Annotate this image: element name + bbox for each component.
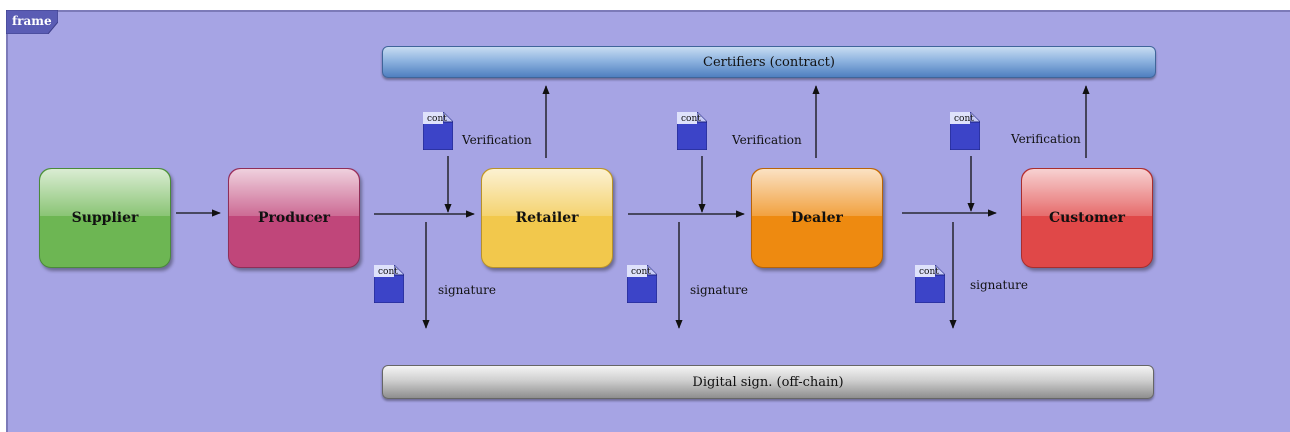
document-icon: cont bbox=[676, 111, 708, 151]
node-dealer[interactable]: Dealer bbox=[751, 168, 883, 268]
document-icon-label: cont bbox=[954, 114, 974, 124]
certifiers-bar-label: Certifiers (contract) bbox=[703, 54, 835, 70]
frame-tab bbox=[6, 10, 58, 34]
signature-label-3: signature bbox=[970, 278, 1028, 292]
document-icon: cont bbox=[914, 264, 946, 304]
verification-label-1: Verification bbox=[462, 133, 532, 147]
node-retailer[interactable]: Retailer bbox=[481, 168, 613, 268]
document-icon-label: cont bbox=[919, 267, 939, 277]
frame-label: frame bbox=[12, 14, 52, 28]
document-icon: cont bbox=[949, 111, 981, 151]
document-icon-label: cont bbox=[631, 267, 651, 277]
digital-sign-bar: Digital sign. (off-chain) bbox=[382, 365, 1154, 399]
document-icon-label: cont bbox=[681, 114, 701, 124]
node-producer-label: Producer bbox=[257, 210, 331, 226]
document-icon: cont bbox=[422, 111, 454, 151]
signature-label-2: signature bbox=[690, 283, 748, 297]
node-producer[interactable]: Producer bbox=[228, 168, 360, 268]
node-supplier[interactable]: Supplier bbox=[39, 168, 171, 268]
verification-label-3: Verification bbox=[1011, 132, 1081, 146]
node-supplier-label: Supplier bbox=[71, 210, 139, 226]
signature-label-1: signature bbox=[438, 283, 496, 297]
document-icon: cont bbox=[626, 264, 658, 304]
digital-sign-bar-label: Digital sign. (off-chain) bbox=[692, 374, 844, 390]
certifiers-bar: Certifiers (contract) bbox=[382, 46, 1156, 78]
document-icon: cont bbox=[373, 264, 405, 304]
document-icon-label: cont bbox=[427, 114, 447, 124]
node-retailer-label: Retailer bbox=[515, 210, 579, 226]
node-dealer-label: Dealer bbox=[791, 210, 843, 226]
document-icon-label: cont bbox=[378, 267, 398, 277]
node-customer-label: Customer bbox=[1048, 210, 1126, 226]
verification-label-2: Verification bbox=[732, 133, 802, 147]
node-customer[interactable]: Customer bbox=[1021, 168, 1153, 268]
